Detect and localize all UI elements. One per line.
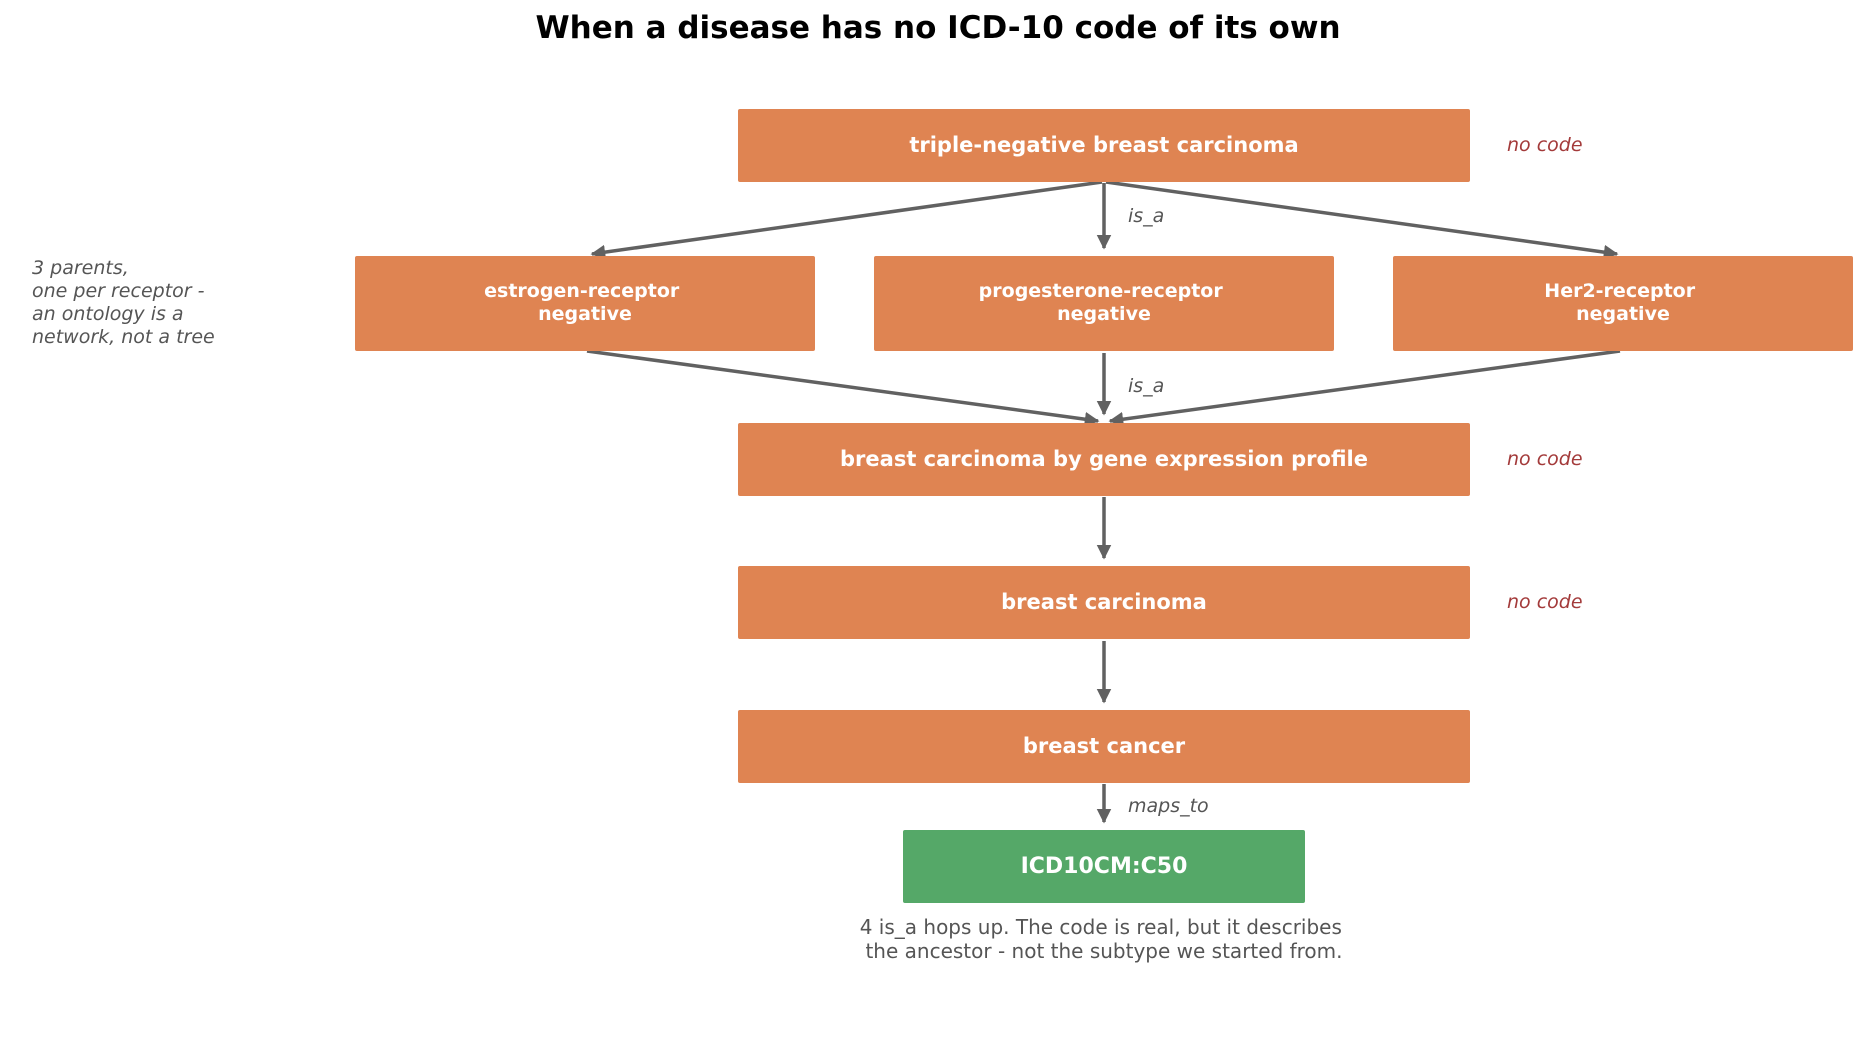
edge-label-is-a-top: is_a — [1128, 205, 1164, 227]
node-label: progesterone-receptor negative — [979, 280, 1230, 325]
node-triple-negative-breast-carcinoma: triple-negative breast carcinoma — [738, 109, 1470, 182]
node-progesterone-receptor-negative: progesterone-receptor negative — [874, 256, 1334, 351]
node-breast-carcinoma: breast carcinoma — [738, 566, 1470, 639]
no-code-label-breast-carcinoma: no code — [1507, 591, 1583, 613]
node-box — [738, 423, 1470, 496]
node-box — [738, 566, 1470, 639]
node-box — [738, 710, 1470, 783]
node-label: breast carcinoma — [1001, 590, 1207, 614]
node-box — [874, 256, 1334, 351]
edge-label-maps-to: maps_to — [1128, 795, 1209, 817]
node-breast-carcinoma-by-gene-expression-profile: breast carcinoma by gene expression prof… — [738, 423, 1470, 496]
node-icd10cm-c50: ICD10CM:C50 — [903, 830, 1305, 903]
node-estrogen-receptor-negative: estrogen-receptor negative — [355, 256, 815, 351]
node-breast-cancer: breast cancer — [738, 710, 1470, 783]
edge-tnbc-to-er — [590, 180, 1103, 260]
side-note: 3 parents, one per receptor - an ontolog… — [32, 257, 215, 348]
node-label: breast cancer — [1023, 734, 1186, 758]
edge-label-is-a-middle: is_a — [1128, 375, 1164, 397]
edge-er-to-gene-profile — [586, 349, 1100, 427]
node-box — [903, 830, 1305, 903]
node-box — [355, 256, 815, 351]
no-code-label-tnbc: no code — [1507, 134, 1583, 156]
node-box — [738, 109, 1470, 182]
edge-her2-to-gene-profile — [1108, 349, 1621, 427]
diagram-title: When a disease has no ICD-10 code of its… — [535, 10, 1340, 46]
node-label: estrogen-receptor negative — [484, 280, 686, 325]
node-label: ICD10CM:C50 — [1021, 854, 1188, 879]
footnote: 4 is_a hops up. The code is real, but it… — [860, 915, 1349, 963]
node-label: Her2-receptor negative — [1544, 280, 1701, 325]
node-her2-receptor-negative: Her2-receptor negative — [1393, 256, 1853, 351]
edge-tnbc-to-her2 — [1105, 180, 1619, 260]
node-label: triple-negative breast carcinoma — [909, 133, 1298, 157]
no-code-label-gene-profile: no code — [1507, 448, 1583, 470]
edges — [586, 180, 1621, 824]
node-label: breast carcinoma by gene expression prof… — [840, 447, 1368, 471]
node-box — [1393, 256, 1853, 351]
